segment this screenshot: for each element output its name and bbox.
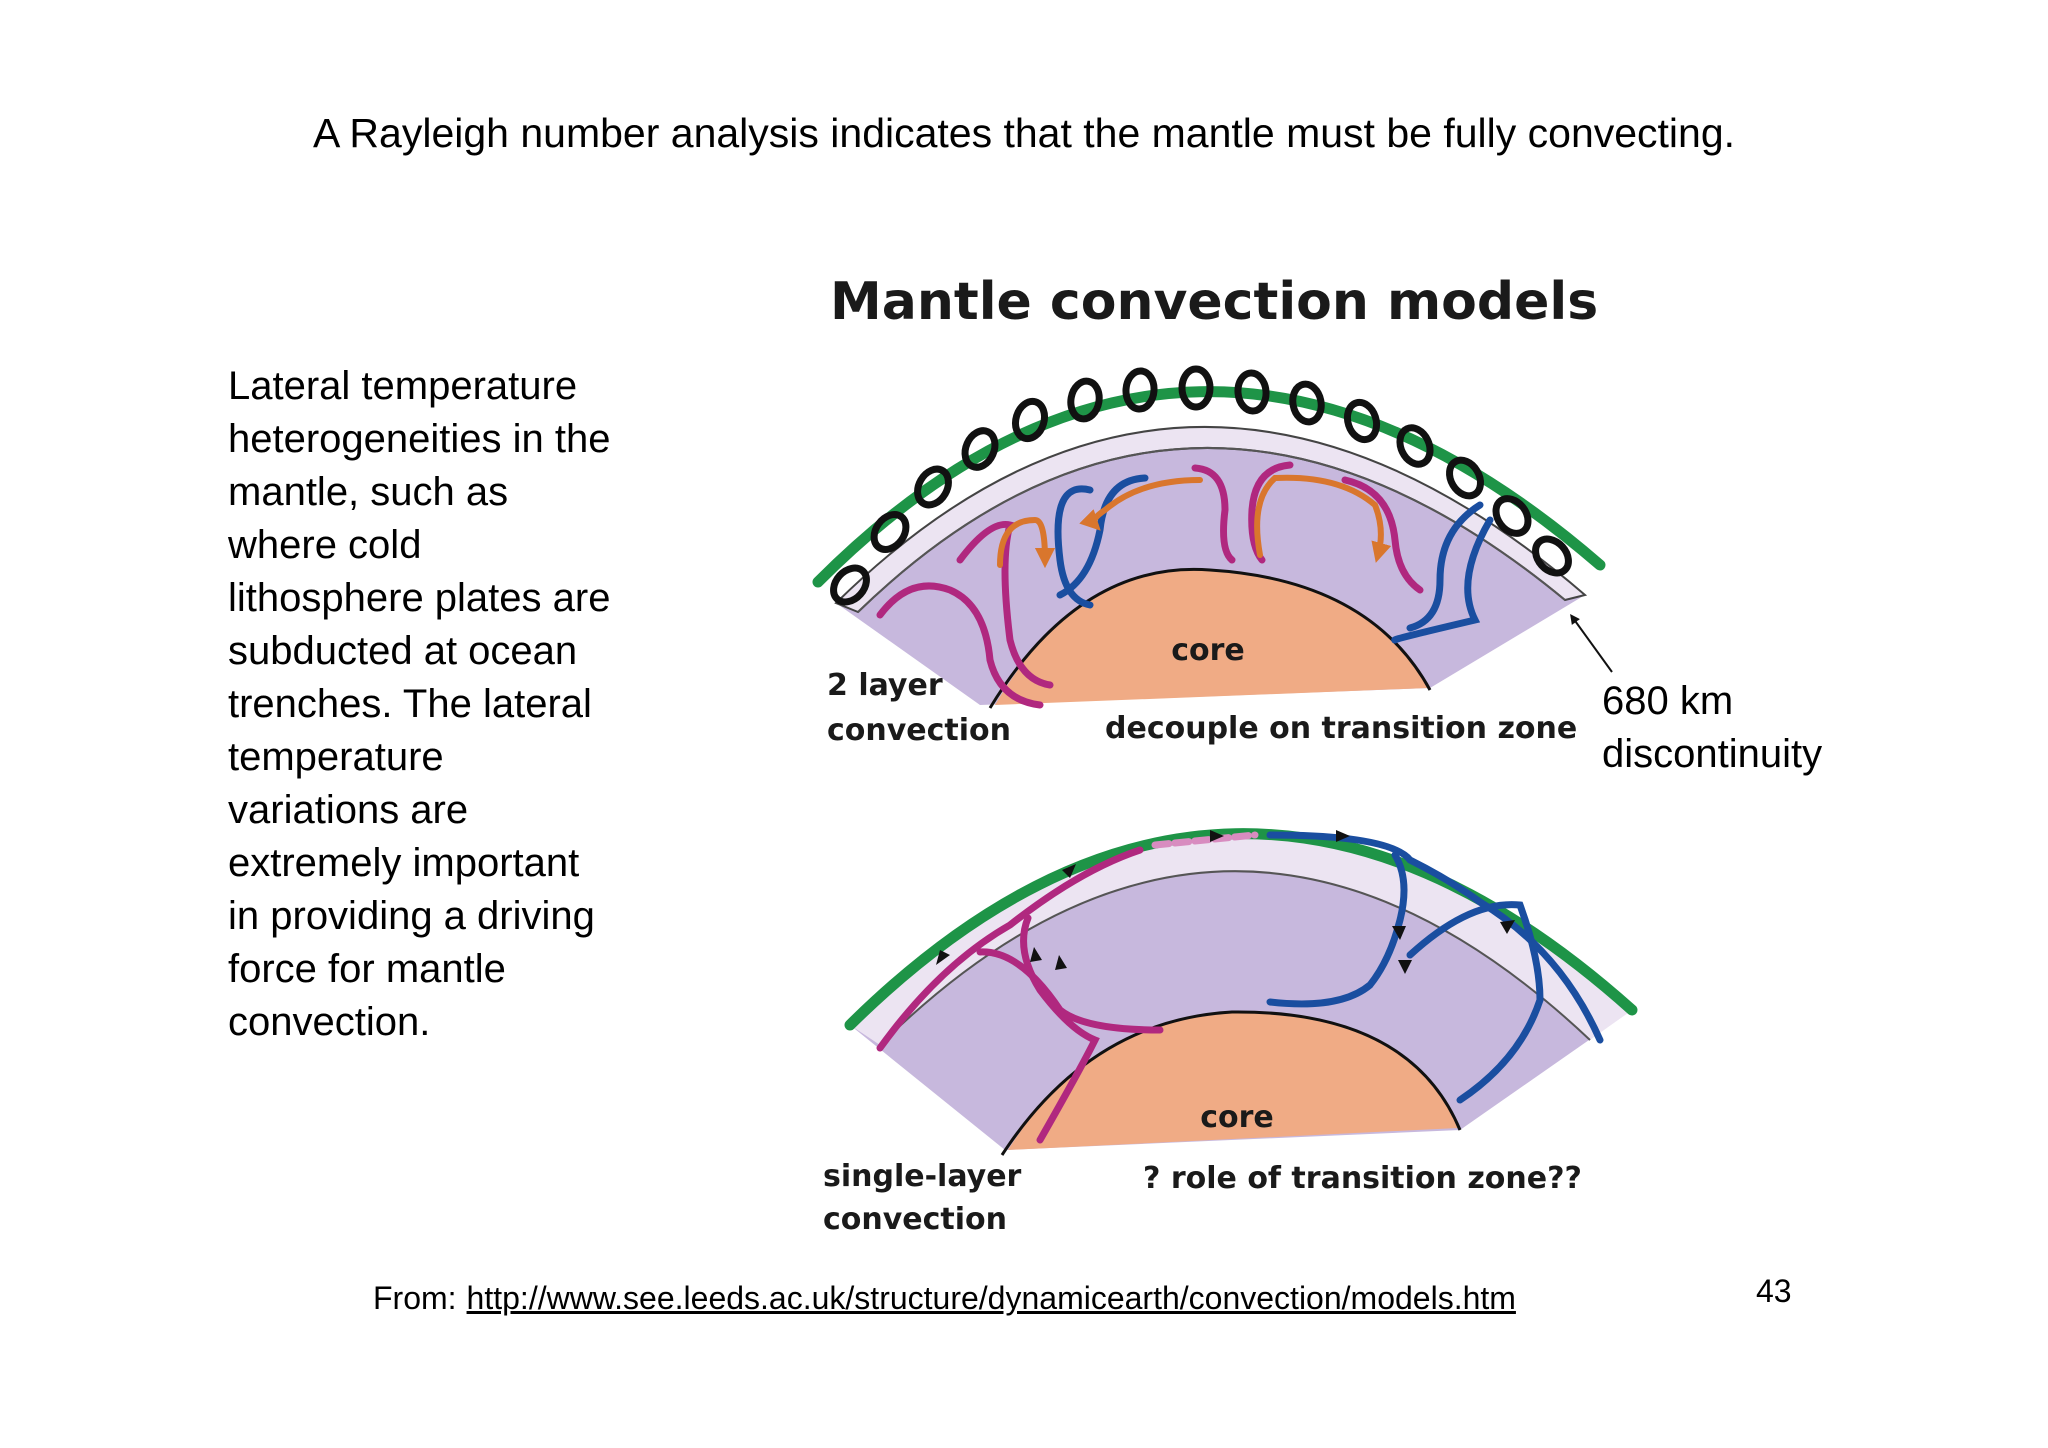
top-magenta-plume-right: [1341, 476, 1424, 594]
side-line: subducted at ocean: [228, 629, 578, 673]
bottom-magenta-surface: [876, 846, 1144, 1052]
discontinuity-annotation: 680 km discontinuity: [1602, 675, 1822, 781]
bottom-model-label-line: single-layer: [823, 1159, 1022, 1194]
top-blue-plume-right2: [1391, 516, 1494, 644]
bottom-core-boundary: [1000, 1010, 1462, 1156]
top-model-label: 2 layer convection: [827, 668, 1011, 748]
top-magenta-plume-left: [876, 582, 1044, 709]
side-line: where cold: [228, 523, 422, 567]
top-orange-arrow-2: [1079, 477, 1203, 531]
side-line: mantle, such as: [228, 470, 509, 514]
side-line: variations are: [228, 788, 469, 832]
arrow-marker: [1500, 920, 1515, 934]
top-convection-cells: [830, 365, 1572, 606]
top-panel: core 2 layer convection decouple on tran…: [812, 365, 1613, 748]
top-orange-arrow-1: [997, 516, 1056, 569]
page-number: 43: [1756, 1273, 1792, 1309]
top-core-label: core: [1171, 633, 1245, 668]
diagram-title: Mantle convection models: [830, 272, 1599, 332]
arrow-marker: [1210, 830, 1224, 842]
arrow-marker: [1392, 926, 1406, 940]
bottom-core-label: core: [1200, 1100, 1274, 1135]
bottom-caption: ? role of transition zone??: [1143, 1161, 1582, 1196]
bottom-panel: core single-layer convection ? role of t…: [823, 828, 1638, 1237]
top-magenta-stem-left: [956, 520, 1054, 689]
arrow-marker: [936, 950, 950, 965]
slide-title: A Rayleigh number analysis indicates tha…: [312, 110, 1736, 156]
top-blue-plume-1: [1054, 485, 1094, 609]
top-core-boundary: [988, 567, 1432, 709]
bottom-magenta-surface-dash: [1151, 831, 1259, 849]
arrow-marker: [1062, 864, 1076, 878]
arrow-marker: [1398, 960, 1412, 974]
top-caption: decouple on transition zone: [1105, 711, 1577, 746]
side-line: temperature: [228, 735, 444, 779]
top-model-label-line: 2 layer: [827, 668, 943, 703]
top-model-label-line: convection: [827, 713, 1011, 748]
bottom-blue-slab-2: [1406, 901, 1544, 1104]
bottom-model-label: single-layer convection: [823, 1159, 1032, 1237]
side-line: convection.: [228, 1000, 431, 1044]
bottom-model-label-line: convection: [823, 1202, 1007, 1237]
arrow-marker: [1030, 947, 1042, 962]
side-line: heterogeneities in the: [228, 417, 611, 461]
side-line: lithosphere plates are: [228, 576, 611, 620]
side-line: in providing a driving: [228, 894, 595, 938]
side-line: trenches. The lateral: [228, 682, 592, 726]
side-line: extremely important: [228, 841, 580, 885]
top-flow-lines: [876, 461, 1494, 709]
side-line: force for mantle: [228, 947, 506, 991]
discontinuity-pointer: [1570, 613, 1613, 673]
source-citation: From:http://www.see.leeds.ac.uk/structur…: [373, 1280, 1516, 1317]
side-paragraph: Lateral temperature heterogeneities in t…: [228, 360, 668, 1049]
bottom-680km-boundary: [879, 870, 1591, 1046]
top-blue-plume-right: [1406, 501, 1484, 632]
bottom-flow-lines: [876, 831, 1604, 1144]
bottom-blue-slab: [1266, 851, 1408, 1008]
bottom-blue-surface-right: [1476, 898, 1604, 1044]
source-link[interactable]: http://www.see.leeds.ac.uk/structure/dyn…: [466, 1280, 1516, 1316]
top-orange-arrow-3: [1254, 474, 1392, 563]
annotation-line: discontinuity: [1602, 732, 1823, 776]
side-line: Lateral temperature: [228, 364, 578, 408]
annotation-line: 680 km: [1602, 679, 1734, 723]
bottom-core: [1008, 1011, 1458, 1150]
source-prefix: From:: [373, 1280, 457, 1316]
bottom-magenta-slab: [1020, 914, 1100, 1144]
top-core: [995, 569, 1428, 705]
arrow-marker: [1336, 830, 1350, 842]
bottom-magenta-slab-2: [976, 948, 1164, 1034]
top-magenta-plume-mid: [1191, 464, 1236, 564]
bottom-flow-arrows: [936, 830, 1515, 974]
arrow-marker: [1055, 955, 1067, 970]
top-circulation-arrows: [997, 474, 1392, 569]
bottom-blue-surface: [1266, 831, 1484, 906]
